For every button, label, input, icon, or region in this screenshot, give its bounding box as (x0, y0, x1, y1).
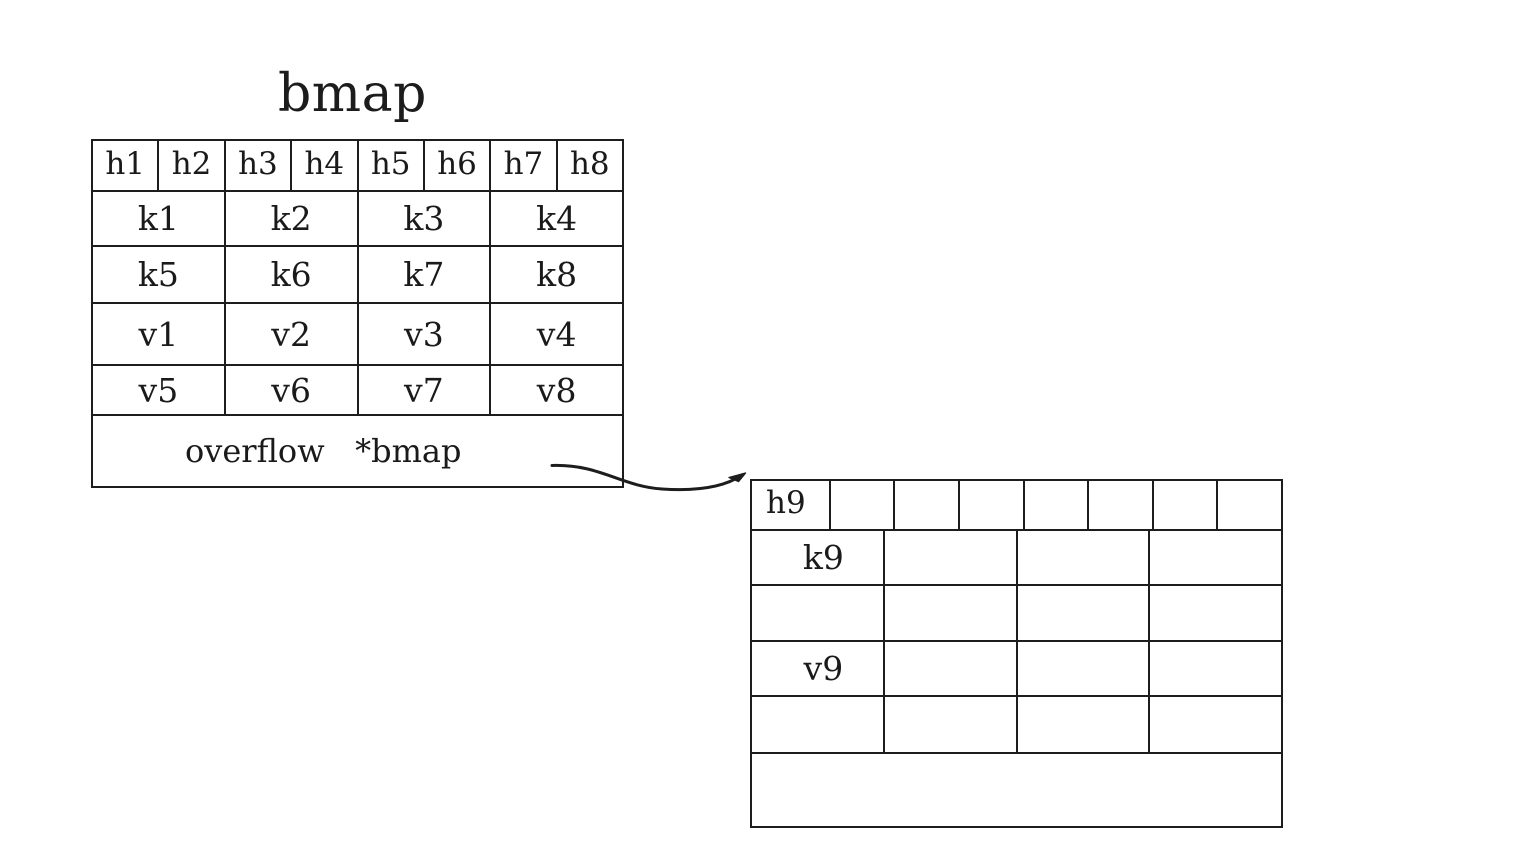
keys-r1-cell-4: k4 (491, 192, 622, 246)
values-row-2-overflow (752, 697, 1281, 754)
overflow-row-label: overflow *bmap (185, 431, 462, 470)
tophash-cell-1: h1 (93, 141, 160, 190)
tophash-cell-2: h2 (159, 141, 226, 190)
ov-keys-r2-cell-4 (1150, 586, 1281, 640)
tophash-cell-label-5: h5 (370, 145, 411, 182)
ov-values-r1-cell-3 (1018, 642, 1151, 695)
values-r1-cell-3: v3 (359, 304, 492, 364)
tophash-cell-label-1: h1 (105, 145, 146, 182)
keys-r2-cell-4: k8 (491, 247, 622, 302)
keys-r2-cell-1: k5 (93, 247, 226, 302)
tophash-cell-6: h6 (425, 141, 492, 190)
values-r2-cell-label-1: v5 (138, 370, 179, 410)
ov-tophash-cell-3 (895, 481, 960, 529)
values-row-2: v5 v6 v7 v8 (93, 366, 622, 416)
ov-keys-r1-cell-1: k9 (752, 530, 885, 584)
keys-r1-cell-1: k1 (93, 191, 226, 245)
values-r1-cell-2: v2 (226, 304, 359, 364)
ov-keys-r2-cell-2 (885, 586, 1018, 640)
tophash-cell-7: h7 (491, 141, 558, 190)
keys-r2-cell-3: k7 (359, 247, 492, 302)
tophash-cell-label-8: h8 (569, 145, 610, 182)
ov-tophash-cell-5 (1025, 481, 1090, 529)
values-r2-cell-label-4: v8 (536, 370, 577, 410)
tophash-cell-3: h3 (226, 141, 293, 190)
ov-tophash-cell-label-1: h9 (766, 485, 806, 522)
ov-tophash-cell-1: h9 (752, 481, 831, 529)
ov-values-r1-cell-4 (1150, 642, 1281, 695)
tophash-cell-label-4: h4 (304, 145, 345, 182)
keys-r2-cell-2: k6 (226, 247, 359, 302)
ov-tophash-cell-8 (1218, 481, 1281, 529)
keys-r2-cell-label-1: k5 (137, 255, 179, 294)
ov-values-r1-cell-2 (885, 642, 1018, 695)
tophash-cell-label-6: h6 (437, 145, 477, 182)
values-r2-cell-2: v6 (226, 366, 359, 414)
keys-row-1: k1 k2 k3 k4 (93, 191, 622, 247)
overflow-row-overflow (752, 754, 1281, 826)
bmap-struct-overflow: h9 k9 v9 (750, 479, 1283, 828)
ov-values-r2-cell-4 (1150, 697, 1281, 752)
ov-keys-r2-cell-3 (1018, 586, 1151, 640)
values-r1-cell-label-4: v4 (536, 314, 577, 354)
values-row-1-overflow: v9 (752, 642, 1281, 697)
keys-r1-cell-2: k2 (226, 191, 359, 245)
tophash-cell-4: h4 (292, 141, 359, 190)
ov-values-r1-cell-label-1: v9 (803, 649, 844, 688)
keys-r2-cell-label-4: k8 (536, 255, 578, 294)
values-r2-cell-label-2: v6 (271, 370, 311, 410)
values-r1-cell-label-2: v2 (271, 314, 311, 354)
values-r1-cell-label-1: v1 (138, 314, 179, 354)
keys-r1-cell-3: k3 (359, 191, 492, 245)
values-r2-cell-label-3: v7 (404, 370, 444, 410)
tophash-row-overflow: h9 (752, 481, 1281, 531)
bmap-title: bmap (278, 64, 427, 124)
keys-r1-cell-label-4: k4 (536, 198, 578, 238)
ov-keys-r1-cell-2 (885, 530, 1018, 584)
keys-r1-cell-label-2: k2 (270, 198, 312, 238)
ov-keys-r1-cell-4 (1150, 531, 1281, 585)
ov-values-r2-cell-3 (1018, 697, 1151, 752)
values-r2-cell-3: v7 (359, 366, 492, 414)
values-r1-cell-4: v4 (491, 304, 622, 364)
ov-values-r2-cell-1 (752, 697, 885, 752)
tophash-row: h1 h2 h3 h4 h5 h6 h7 h8 (93, 141, 622, 192)
keys-r1-cell-label-3: k3 (403, 198, 445, 238)
ov-keys-r1-cell-label-1: k9 (802, 537, 844, 577)
ov-tophash-cell-7 (1154, 481, 1219, 529)
ov-values-r1-cell-1: v9 (752, 642, 885, 695)
values-r1-cell-label-3: v3 (404, 314, 444, 354)
ov-values-r2-cell-2 (885, 697, 1018, 752)
ov-tophash-cell-6 (1089, 481, 1154, 529)
keys-r2-cell-label-3: k7 (403, 255, 445, 294)
keys-row-2-overflow (752, 586, 1281, 642)
ov-tophash-cell-4 (960, 481, 1025, 529)
tophash-cell-label-2: h2 (171, 145, 212, 182)
tophash-cell-label-7: h7 (503, 145, 544, 182)
keys-r1-cell-label-1: k1 (137, 198, 179, 238)
tophash-cell-label-3: h3 (238, 145, 278, 182)
values-row-1: v1 v2 v3 v4 (93, 304, 622, 366)
keys-row-1-overflow: k9 (752, 530, 1281, 586)
values-r2-cell-1: v5 (93, 366, 226, 414)
values-r2-cell-4: v8 (491, 366, 622, 414)
keys-row-2: k5 k6 k7 k8 (93, 247, 622, 304)
tophash-cell-5: h5 (359, 141, 425, 190)
ov-keys-r1-cell-3 (1018, 530, 1151, 584)
tophash-cell-8: h8 (558, 141, 622, 190)
values-r1-cell-1: v1 (93, 304, 226, 364)
overflow-row: overflow *bmap (93, 416, 622, 486)
ov-tophash-cell-2 (831, 481, 896, 529)
keys-r2-cell-label-2: k6 (270, 255, 312, 294)
ov-keys-r2-cell-1 (752, 586, 885, 640)
